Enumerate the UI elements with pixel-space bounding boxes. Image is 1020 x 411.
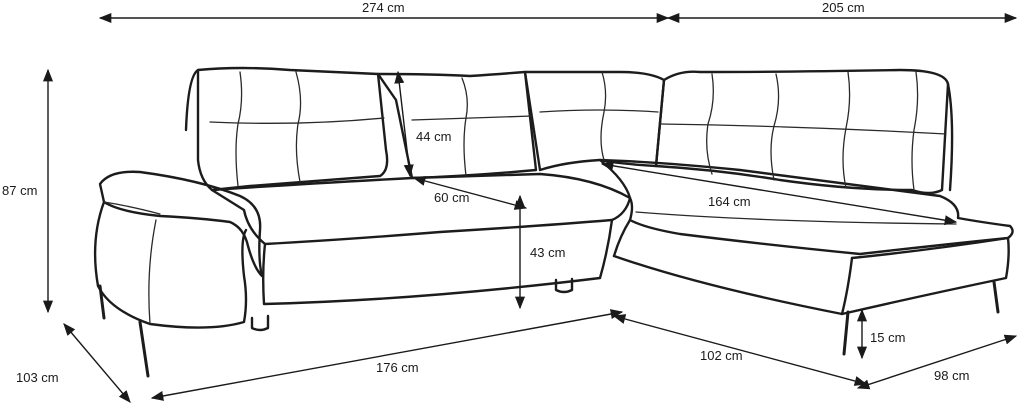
label-chaise-front: 102 cm <box>700 348 743 363</box>
label-backrest-height: 44 cm <box>416 129 451 144</box>
label-seat-depth: 60 cm <box>434 190 469 205</box>
dimension-labels: 274 cm 205 cm 87 cm 103 cm 44 cm 60 cm 4… <box>2 0 969 385</box>
sofa-legs <box>98 280 1000 378</box>
label-height: 87 cm <box>2 183 37 198</box>
dimension-lines <box>42 12 1018 403</box>
label-leg-height: 15 cm <box>870 330 905 345</box>
label-depth: 103 cm <box>16 370 59 385</box>
sofa-outline <box>93 66 1014 332</box>
cushion-stitching <box>209 71 957 225</box>
label-chaise-length: 164 cm <box>708 194 751 209</box>
label-sleeping-length: 176 cm <box>376 360 419 375</box>
label-seat-height: 43 cm <box>530 245 565 260</box>
label-chaise-width: 205 cm <box>822 0 865 15</box>
label-chaise-depth: 98 cm <box>934 368 969 383</box>
label-total-width: 274 cm <box>362 0 405 15</box>
